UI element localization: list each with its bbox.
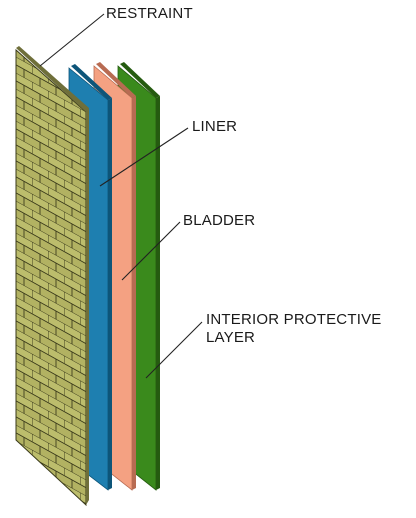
interior-protective-label-line1: INTERIOR PROTECTIVE [206,311,382,328]
liner-edge [71,64,112,100]
restraint-leader-line [39,13,105,67]
restraint-label: RESTRAINT [106,5,193,22]
interior-protective-layer-label: INTERIOR PROTECTIVE LAYER [206,311,381,347]
interior-protective-label-line2: LAYER [206,329,256,346]
interior-protective-leader-line [145,321,203,379]
restraint-face [15,48,87,507]
liner-label: LINER [192,118,238,135]
leader-lines [39,13,203,379]
restraint-top-edge [16,46,89,112]
liner-leader-line [99,127,189,187]
restraint-layer [15,46,89,507]
liner-side [108,98,112,490]
bladder-label: BLADDER [183,212,256,229]
restraint-side-edge [86,108,89,505]
bladder-side [132,96,136,490]
bladder-edge [96,62,136,98]
bladder-leader-line [121,221,181,281]
interior-protective-layer-side [156,96,160,490]
interior-protective-layer-edge [120,62,160,98]
